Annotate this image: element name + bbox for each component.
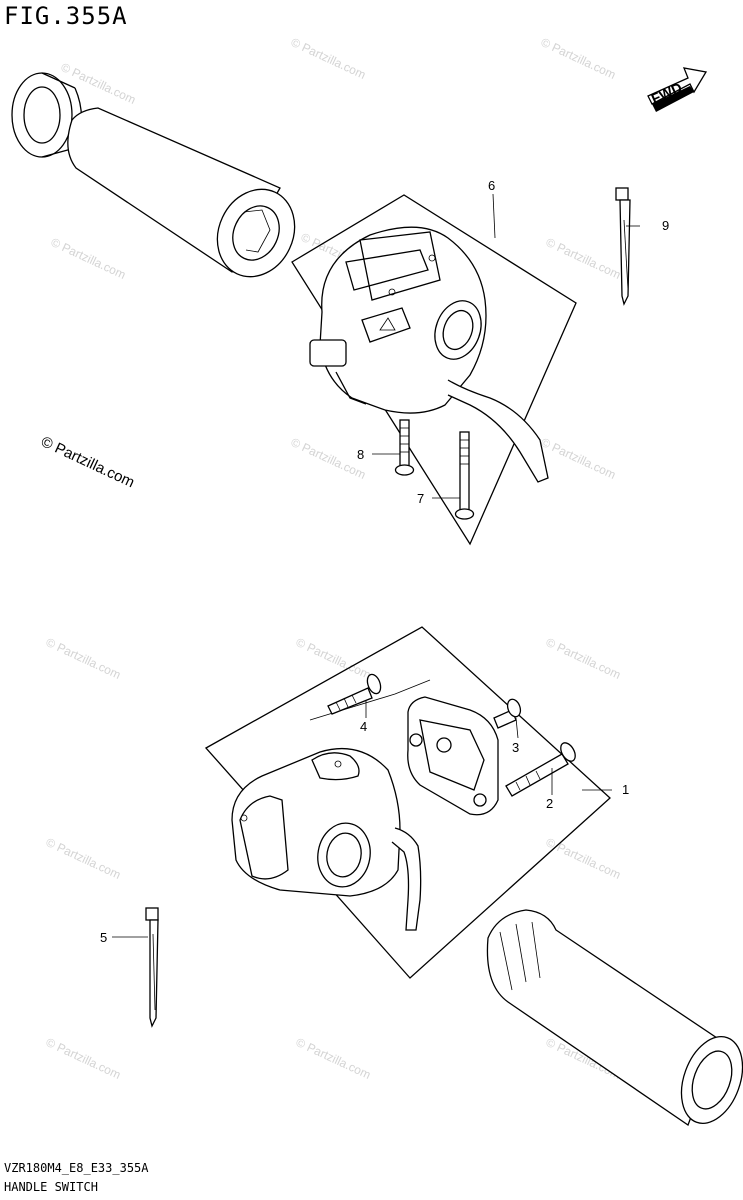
- watermark: © Partzilla.com: [294, 1035, 373, 1082]
- screw-8-icon: [394, 419, 415, 476]
- right-switch-housing-icon: [231, 748, 422, 931]
- watermark: © Partzilla.com: [544, 635, 623, 682]
- watermark: © Partzilla.com: [544, 235, 623, 282]
- assembly-outline-upper: [291, 194, 577, 546]
- callout-7: 7: [417, 491, 424, 506]
- callout-5: 5: [100, 930, 107, 945]
- screw-4-icon: [327, 673, 382, 715]
- partzilla-watermark: © Partzilla.com: [38, 433, 137, 491]
- callout-4: 4: [360, 719, 367, 734]
- assembly-outline-lower: [204, 626, 611, 979]
- left-grip-icon: [11, 72, 296, 278]
- screw-7-icon: [454, 431, 475, 520]
- watermark: © Partzilla.com: [44, 1035, 123, 1082]
- callout-6: 6: [488, 178, 495, 193]
- screw-2-icon: [505, 742, 576, 797]
- watermark: © Partzilla.com: [294, 635, 373, 682]
- left-switch-housing-icon: [309, 226, 549, 483]
- callout-1: 1: [622, 782, 629, 797]
- watermark: © Partzilla.com: [539, 435, 618, 482]
- watermark: © Partzilla.com: [539, 35, 618, 82]
- figure-title: FIG.355A: [4, 2, 128, 30]
- watermark: © Partzilla.com: [289, 35, 368, 82]
- fwd-arrow-icon: FWD: [647, 67, 708, 112]
- cable-tie-5-icon: [145, 907, 159, 1028]
- switch-clamp-icon: [407, 696, 499, 816]
- callout-2: 2: [546, 796, 553, 811]
- figure-name: HANDLE SWITCH: [4, 1180, 98, 1194]
- throttle-grip-icon: [486, 909, 743, 1127]
- watermark: © Partzilla.com: [544, 835, 623, 882]
- callout-3: 3: [512, 740, 519, 755]
- watermark: © Partzilla.com: [44, 635, 123, 682]
- screw-3-icon: [493, 698, 522, 729]
- watermark: © Partzilla.com: [49, 235, 128, 282]
- callout-8: 8: [357, 447, 364, 462]
- callout-9: 9: [662, 218, 669, 233]
- cable-tie-9-icon: [615, 187, 631, 306]
- figure-code: VZR180M4_E8_E33_355A: [4, 1161, 149, 1175]
- watermark: © Partzilla.com: [44, 835, 123, 882]
